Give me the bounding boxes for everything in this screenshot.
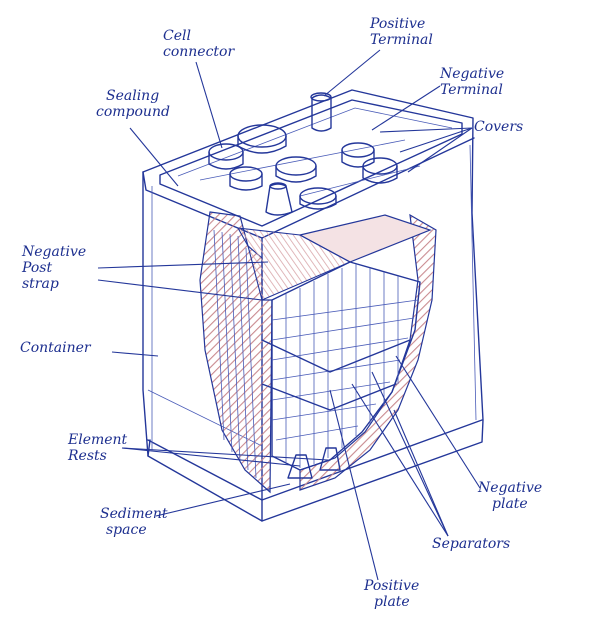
terminals-and-caps [208,92,398,216]
label-cell-connector: Cell connector [163,28,235,60]
label-positive-plate: Positive plate [364,578,420,610]
leader-lines [97,49,481,581]
battery-top-cover [159,99,463,227]
label-element-rests: Element Rests [68,432,128,464]
label-covers: Covers [474,119,524,135]
element-rests [287,447,341,479]
label-negative-plate: Negative plate [478,480,543,512]
label-separators: Separators [432,536,511,552]
label-container: Container [20,340,91,356]
cutaway-section [199,211,437,494]
label-sediment-space: Sediment space [100,506,168,538]
label-sealing-compound: Sealing compound [96,88,170,120]
container-body [142,89,484,522]
label-negative-terminal: Negative Terminal [440,66,505,98]
label-negative-post-strap: Negative Post strap [22,244,87,292]
plate-columns-left [213,229,257,479]
plates-grid [261,261,421,471]
label-positive-terminal: Positive Terminal [370,16,433,48]
